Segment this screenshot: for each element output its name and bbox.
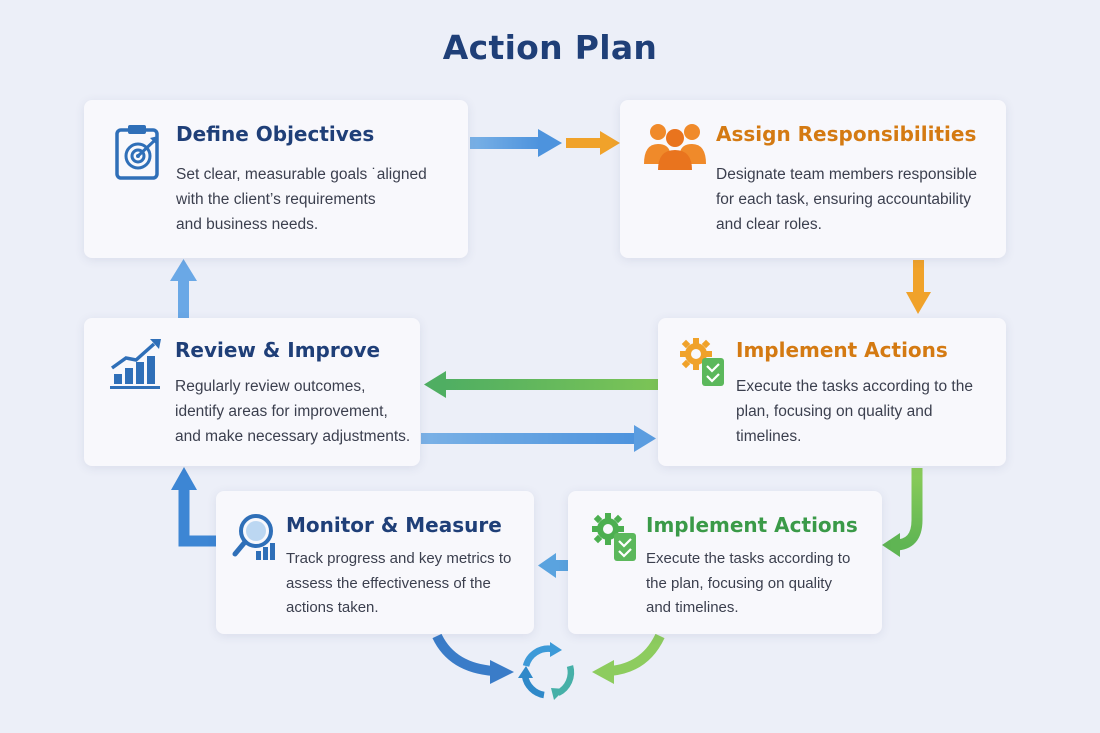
step-description: Set clear, measurable goals ˙aligned wit… bbox=[176, 162, 427, 237]
arrow-monitor-to-review bbox=[171, 467, 216, 547]
arrow-assign-to-implement bbox=[906, 260, 931, 314]
step-card-review-improve: Review & Improve Regularly review outcom… bbox=[84, 318, 420, 466]
step-title: Implement Actions bbox=[646, 513, 858, 537]
arrow-review-to-implement bbox=[421, 425, 656, 452]
description-line: Execute the tasks according to the bbox=[736, 378, 973, 395]
arrow-implement-to-monitor bbox=[538, 553, 568, 578]
step-description: Execute the tasks according to the plan,… bbox=[736, 374, 973, 449]
arrow-define-to-assign-orange bbox=[566, 131, 620, 155]
description-line: identify areas for improvement, bbox=[175, 403, 388, 420]
arrow-monitor-to-cycle bbox=[432, 633, 514, 684]
arrow-review-to-define bbox=[170, 259, 197, 318]
step-title: Implement Actions bbox=[736, 338, 948, 362]
description-line: Execute the tasks according to bbox=[646, 550, 851, 567]
magnifier-chart-icon bbox=[232, 514, 275, 560]
description-line: Set clear, measurable goals ˙aligned bbox=[176, 166, 427, 183]
step-card-assign-responsibilities: Assign Responsibilities Designate team m… bbox=[620, 100, 1006, 258]
step-description: Track progress and key metrics to assess… bbox=[286, 547, 511, 621]
description-line: with the client’s requirements bbox=[176, 191, 376, 208]
arrow-define-to-assign-blue bbox=[470, 129, 562, 157]
description-line: timelines. bbox=[736, 428, 802, 445]
step-description: Designate team members responsible for e… bbox=[716, 162, 977, 237]
step-card-define-objectives: Define Objectives Set clear, measurable … bbox=[84, 100, 468, 258]
description-line: Regularly review outcomes, bbox=[175, 378, 366, 395]
page-title: Action Plan bbox=[442, 28, 658, 67]
step-card-monitor-measure: Monitor & Measure Track progress and key… bbox=[216, 491, 534, 634]
gear-checklist-icon bbox=[680, 338, 724, 386]
growth-chart-icon bbox=[110, 339, 161, 389]
arrow-implement-to-cycle bbox=[592, 633, 665, 684]
step-title: Assign Responsibilities bbox=[716, 122, 977, 146]
description-line: actions taken. bbox=[286, 599, 379, 616]
description-line: Track progress and key metrics to bbox=[286, 550, 512, 567]
description-line: Designate team members responsible bbox=[716, 166, 978, 183]
description-line: the plan, focusing on quality bbox=[646, 574, 832, 592]
gear-checklist-icon bbox=[592, 513, 636, 561]
cycle-arrows-icon bbox=[518, 642, 575, 700]
step-title: Review & Improve bbox=[175, 338, 381, 362]
step-card-implement-actions-orange: Implement Actions Execute the tasks acco… bbox=[658, 318, 1006, 466]
step-title: Define Objectives bbox=[176, 122, 375, 146]
description-line: and timelines. bbox=[646, 599, 739, 616]
team-icon bbox=[644, 124, 706, 170]
description-line: plan, focusing on quality and bbox=[736, 403, 933, 420]
description-line: and clear roles. bbox=[716, 216, 822, 233]
clipboard-target-icon bbox=[115, 125, 159, 180]
step-title: Monitor & Measure bbox=[286, 513, 502, 537]
description-line: and make necessary adjustments. bbox=[175, 428, 411, 445]
description-line: assess the effectiveness of the bbox=[286, 574, 491, 592]
description-line: and business needs. bbox=[176, 216, 319, 233]
arrow-implement-to-implement bbox=[882, 468, 923, 557]
step-description: Regularly review outcomes, identify area… bbox=[175, 374, 410, 449]
step-description: Execute the tasks according to the plan,… bbox=[646, 547, 850, 621]
description-line: for each task, ensuring accountability bbox=[716, 191, 972, 208]
step-card-implement-actions-green: Implement Actions Execute the tasks acco… bbox=[568, 491, 882, 634]
arrow-implement-to-review bbox=[424, 371, 658, 398]
